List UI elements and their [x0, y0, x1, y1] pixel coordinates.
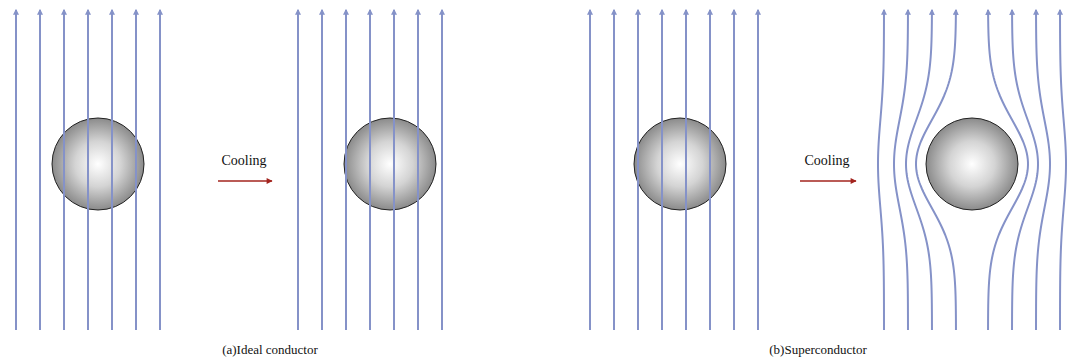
field-line — [39, 10, 41, 330]
field-lines — [590, 10, 758, 330]
process-label-wrap: Cooling — [804, 151, 849, 169]
field-line — [135, 10, 137, 330]
superconductor-sphere — [926, 118, 1018, 210]
field-line — [297, 10, 299, 330]
caption-wrap: (b)Superconductor — [769, 340, 866, 358]
field-line — [709, 10, 711, 330]
field-lines — [298, 10, 442, 330]
cooling-arrow — [800, 180, 856, 181]
panel-caption: (b)Superconductor — [769, 342, 866, 357]
conductor-sphere — [52, 118, 144, 210]
field-line — [613, 10, 615, 330]
cooling-arrow — [218, 180, 272, 181]
expelled-field-lines — [878, 10, 1066, 330]
process-label: Cooling — [221, 153, 266, 168]
field-line — [87, 10, 89, 330]
field-line — [159, 10, 161, 330]
field-line — [1060, 10, 1066, 330]
field-line — [345, 10, 347, 330]
field-line — [321, 10, 323, 330]
field-line — [637, 10, 639, 330]
field-line — [63, 10, 65, 330]
field-line — [988, 10, 1028, 330]
field-line — [916, 10, 956, 330]
field-line — [441, 10, 443, 330]
conductor-sphere — [344, 118, 436, 210]
process-label-wrap: Cooling — [221, 151, 266, 169]
process-label: Cooling — [804, 153, 849, 168]
field-line — [111, 10, 113, 330]
field-line — [1036, 10, 1050, 330]
field-line — [589, 10, 591, 330]
superconductor-sphere — [634, 118, 726, 210]
field-lines — [16, 10, 160, 330]
field-line — [1012, 10, 1038, 330]
field-line — [685, 10, 687, 330]
panel-caption: (a)Ideal conductor — [222, 342, 318, 357]
field-line — [878, 10, 884, 330]
field-line — [369, 10, 371, 330]
field-line — [733, 10, 735, 330]
field-line — [661, 10, 663, 330]
field-line — [417, 10, 419, 330]
field-line — [15, 10, 17, 330]
field-line — [393, 10, 395, 330]
field-line — [906, 10, 932, 330]
field-line — [757, 10, 759, 330]
caption-wrap: (a)Ideal conductor — [222, 340, 318, 358]
